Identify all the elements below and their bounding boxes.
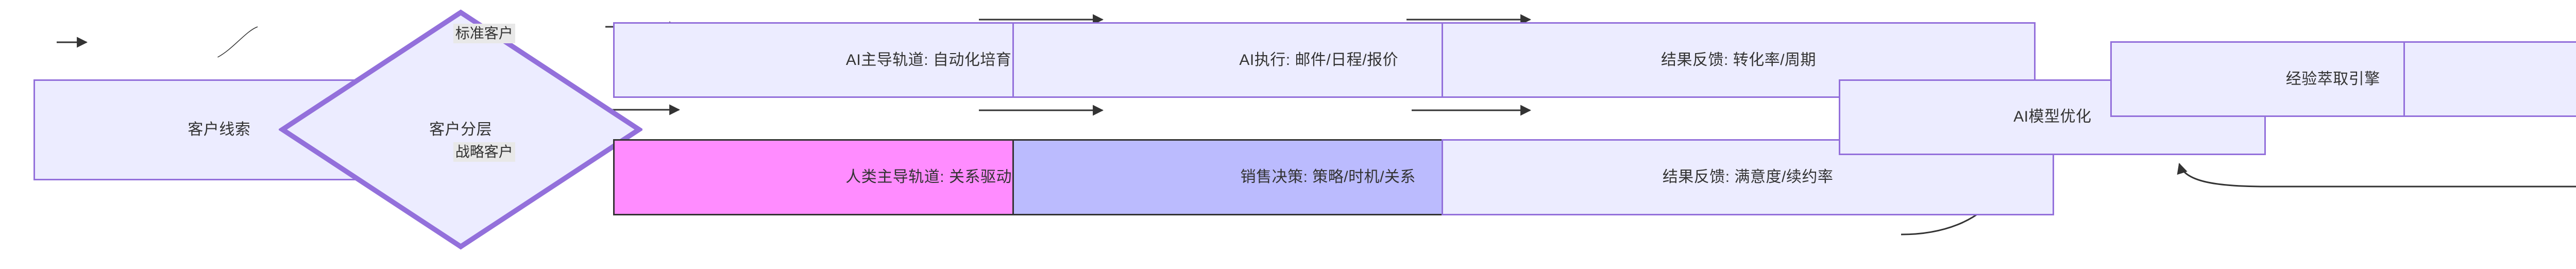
node-label: 结果反馈: 转化率/周期 — [1661, 51, 1817, 69]
edge-segment-to-ai-track — [217, 26, 258, 58]
node-label: AI主导轨道: 自动化培育 — [845, 51, 1012, 69]
node-label: 客户分层 — [429, 121, 493, 138]
node-label: 销售决策: 策略/时机/关系 — [1240, 168, 1416, 186]
edge-label-text: 标准客户 — [455, 25, 513, 42]
node-label: AI执行: 邮件/日程/报价 — [1239, 51, 1399, 69]
edge-label-text: 战略客户 — [455, 144, 513, 160]
edge-label-strategic-customer: 战略客户 — [453, 142, 515, 162]
node-ai-result-feedback[interactable]: 结果反馈: 转化率/周期 — [1441, 22, 2036, 98]
edge-label-standard-customer: 标准客户 — [453, 24, 515, 43]
node-customer-segmentation[interactable]: 客户分层 — [278, 9, 643, 250]
node-label: AI模型优化 — [2013, 108, 2092, 126]
node-label: 客户线索 — [188, 121, 251, 138]
diamond-shape — [278, 9, 643, 250]
node-label: 结果反馈: 满意度/续约率 — [1662, 168, 1834, 186]
node-label: 经验萃取引擎 — [2285, 70, 2380, 88]
node-label: 人类主导轨道: 关系驱动 — [845, 168, 1012, 186]
node-sales-intuition-knowledge-base[interactable]: 销售直觉知识库 — [2403, 41, 2576, 117]
edge-retrain-to-ai-opt — [2177, 162, 2576, 188]
